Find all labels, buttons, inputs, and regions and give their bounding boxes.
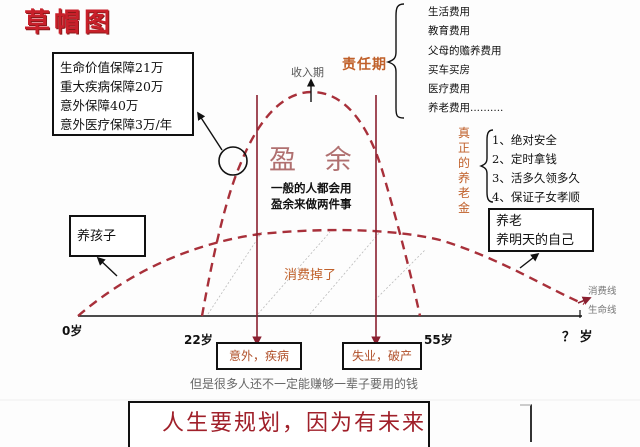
age-retire: 55岁 bbox=[424, 333, 453, 347]
expense-item: 生活费用 bbox=[428, 6, 470, 18]
pension-feature: 4、保证子女孝顺 bbox=[492, 190, 580, 204]
pension-char: 养 bbox=[457, 171, 470, 185]
expense-item: 教育费用 bbox=[428, 25, 470, 38]
age-end: ？ 岁 bbox=[562, 330, 593, 345]
surplus-note-line: 盈余来做两件事 bbox=[271, 197, 352, 211]
pension-char: 的 bbox=[457, 156, 470, 170]
retirement-line: 养明天的自己 bbox=[496, 233, 575, 248]
retirement-line: 养老 bbox=[496, 214, 523, 229]
income-curve bbox=[200, 90, 422, 317]
bottom-note: 但是很多人还不一定能赚够一辈子要用的钱 bbox=[190, 377, 419, 391]
diagram-title: 草帽图 bbox=[24, 8, 115, 38]
pension-char: 老 bbox=[457, 186, 470, 200]
consumption-curve bbox=[77, 228, 585, 317]
protection-line: 生命价值保障21万 bbox=[60, 60, 164, 75]
expense-item: 父母的赡养费用 bbox=[428, 44, 502, 57]
income-period-label: 收入期 bbox=[291, 66, 324, 79]
expense-item: 医疗费用 bbox=[428, 83, 470, 96]
surplus-note-line: 一般的人都会用 bbox=[271, 181, 352, 195]
protection-line: 重大疾病保障20万 bbox=[60, 79, 164, 94]
pension-char: 金 bbox=[457, 201, 470, 215]
child-box: 养孩子 bbox=[69, 215, 146, 257]
pension-feature: 3、活多久领多久 bbox=[492, 171, 580, 185]
pension-feature-list: 1、绝对安全 2、定时拿钱 3、活多久领多久 4、保证子女孝顺 bbox=[492, 131, 580, 207]
protection-line: 意外医疗保障3万/年 bbox=[60, 117, 173, 132]
risk-box-early: 意外，疾病 bbox=[216, 342, 302, 370]
responsibility-brace bbox=[385, 3, 405, 119]
consumed-label: 消费掉了 bbox=[284, 268, 337, 283]
pension-brace bbox=[479, 129, 494, 203]
real-pension-label: 真 正 的 养 老 金 bbox=[457, 126, 471, 216]
expense-item: 养老费用.......... bbox=[428, 102, 504, 115]
slogan: 人生要规划，因为有未来 bbox=[162, 411, 427, 436]
risk-label-late: 失业，破产 bbox=[351, 349, 412, 363]
consumed-hatch bbox=[207, 231, 426, 315]
protection-pointer bbox=[197, 111, 223, 151]
life-line-label: 生命线 bbox=[588, 305, 617, 316]
retirement-box: 养老 养明天的自己 bbox=[488, 208, 594, 252]
consumption-line-label: 消费线 bbox=[588, 286, 617, 297]
pension-char: 正 bbox=[457, 141, 470, 155]
risk-label-early: 意外，疾病 bbox=[228, 349, 289, 363]
child-pointer bbox=[96, 256, 118, 277]
surplus-note: 一般的人都会用 盈余来做两件事 bbox=[271, 180, 352, 212]
risk-box-late: 失业，破产 bbox=[342, 342, 422, 370]
surplus-title: 盈 余 bbox=[269, 145, 362, 176]
risk-circle bbox=[218, 146, 248, 176]
age-start-work: 22岁 bbox=[184, 333, 213, 347]
expense-list: 生活费用 教育费用 父母的赡养费用 买车买房 医疗费用 养老费用........… bbox=[428, 3, 503, 119]
responsibility-period-label: 责任期 bbox=[342, 57, 387, 73]
child-label: 养孩子 bbox=[77, 229, 117, 244]
pension-feature: 2、定时拿钱 bbox=[492, 152, 557, 166]
slogan-box bbox=[128, 401, 430, 447]
retirement-pointer bbox=[519, 252, 540, 269]
protection-line: 意外保障40万 bbox=[60, 98, 139, 113]
expense-item: 买车买房 bbox=[428, 63, 470, 76]
pension-feature: 1、绝对安全 bbox=[492, 133, 557, 147]
corner-mark bbox=[520, 404, 532, 442]
pension-char: 真 bbox=[457, 126, 470, 140]
protection-box: 生命价值保障21万 重大疾病保障20万 意外保障40万 意外医疗保障3万/年 bbox=[52, 52, 194, 136]
age-birth: 0岁 bbox=[62, 324, 83, 338]
